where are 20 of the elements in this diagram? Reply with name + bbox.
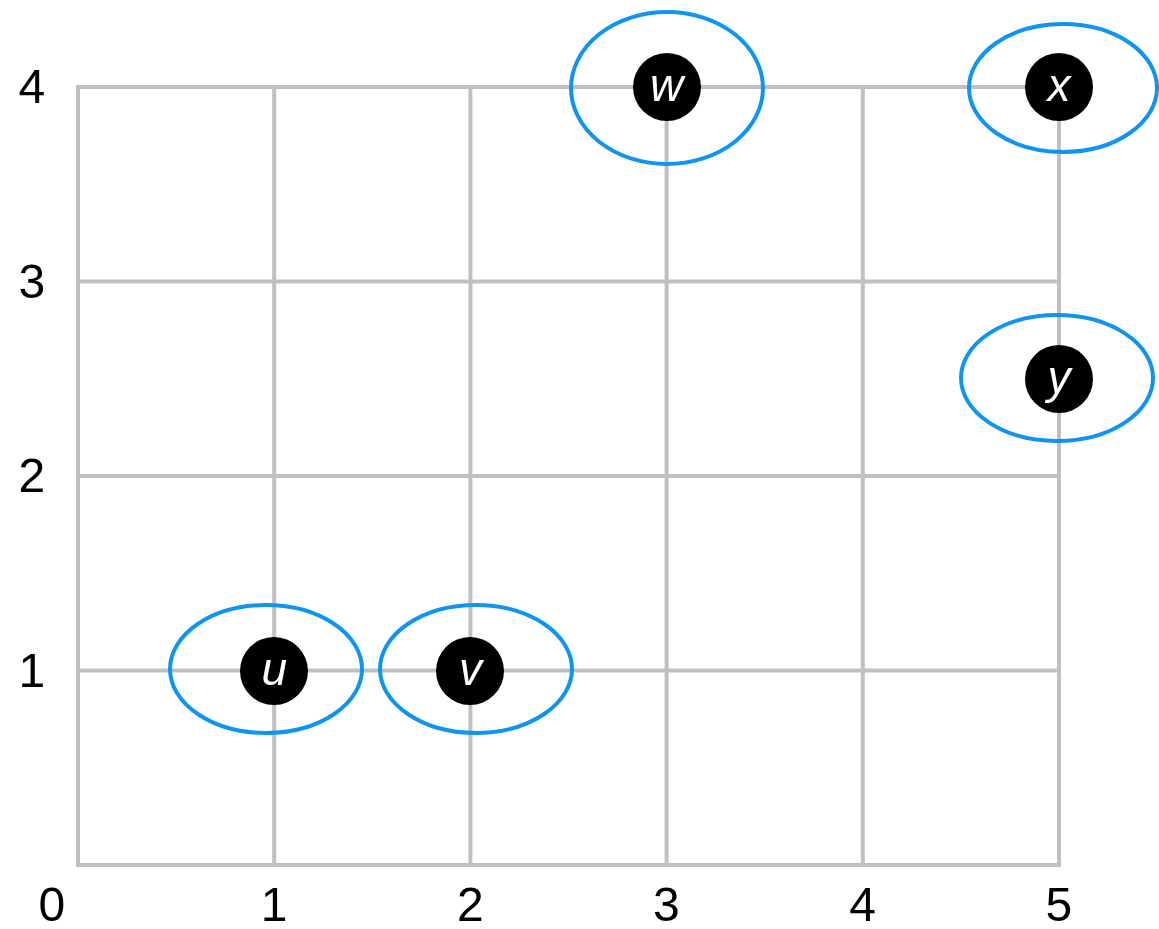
y-axis-tick-label: 1 xyxy=(18,646,46,695)
cluster-ellipse xyxy=(378,603,574,735)
point-label: w xyxy=(632,53,701,121)
cluster-ellipse xyxy=(168,603,364,735)
x-axis-tick-label: 4 xyxy=(849,881,876,929)
x-axis-tick-label: 2 xyxy=(456,881,484,929)
cluster-ellipse xyxy=(569,10,765,166)
point-label: u xyxy=(240,636,309,705)
point-label: y xyxy=(1025,344,1093,413)
point-label: x xyxy=(1025,53,1093,121)
x-axis-tick-label: 5 xyxy=(1045,881,1073,929)
point-label: v xyxy=(436,636,505,705)
y-axis-tick-label: 4 xyxy=(18,63,46,111)
cluster-ellipse xyxy=(959,313,1155,443)
y-axis-tick-label: 2 xyxy=(18,452,46,500)
y-axis-tick-label: 3 xyxy=(18,257,46,306)
cluster-ellipse xyxy=(967,22,1159,154)
x-axis-tick-label: 1 xyxy=(260,881,288,929)
x-axis-tick-label: 3 xyxy=(653,881,680,929)
x-axis-tick-label: 0 xyxy=(38,881,66,929)
